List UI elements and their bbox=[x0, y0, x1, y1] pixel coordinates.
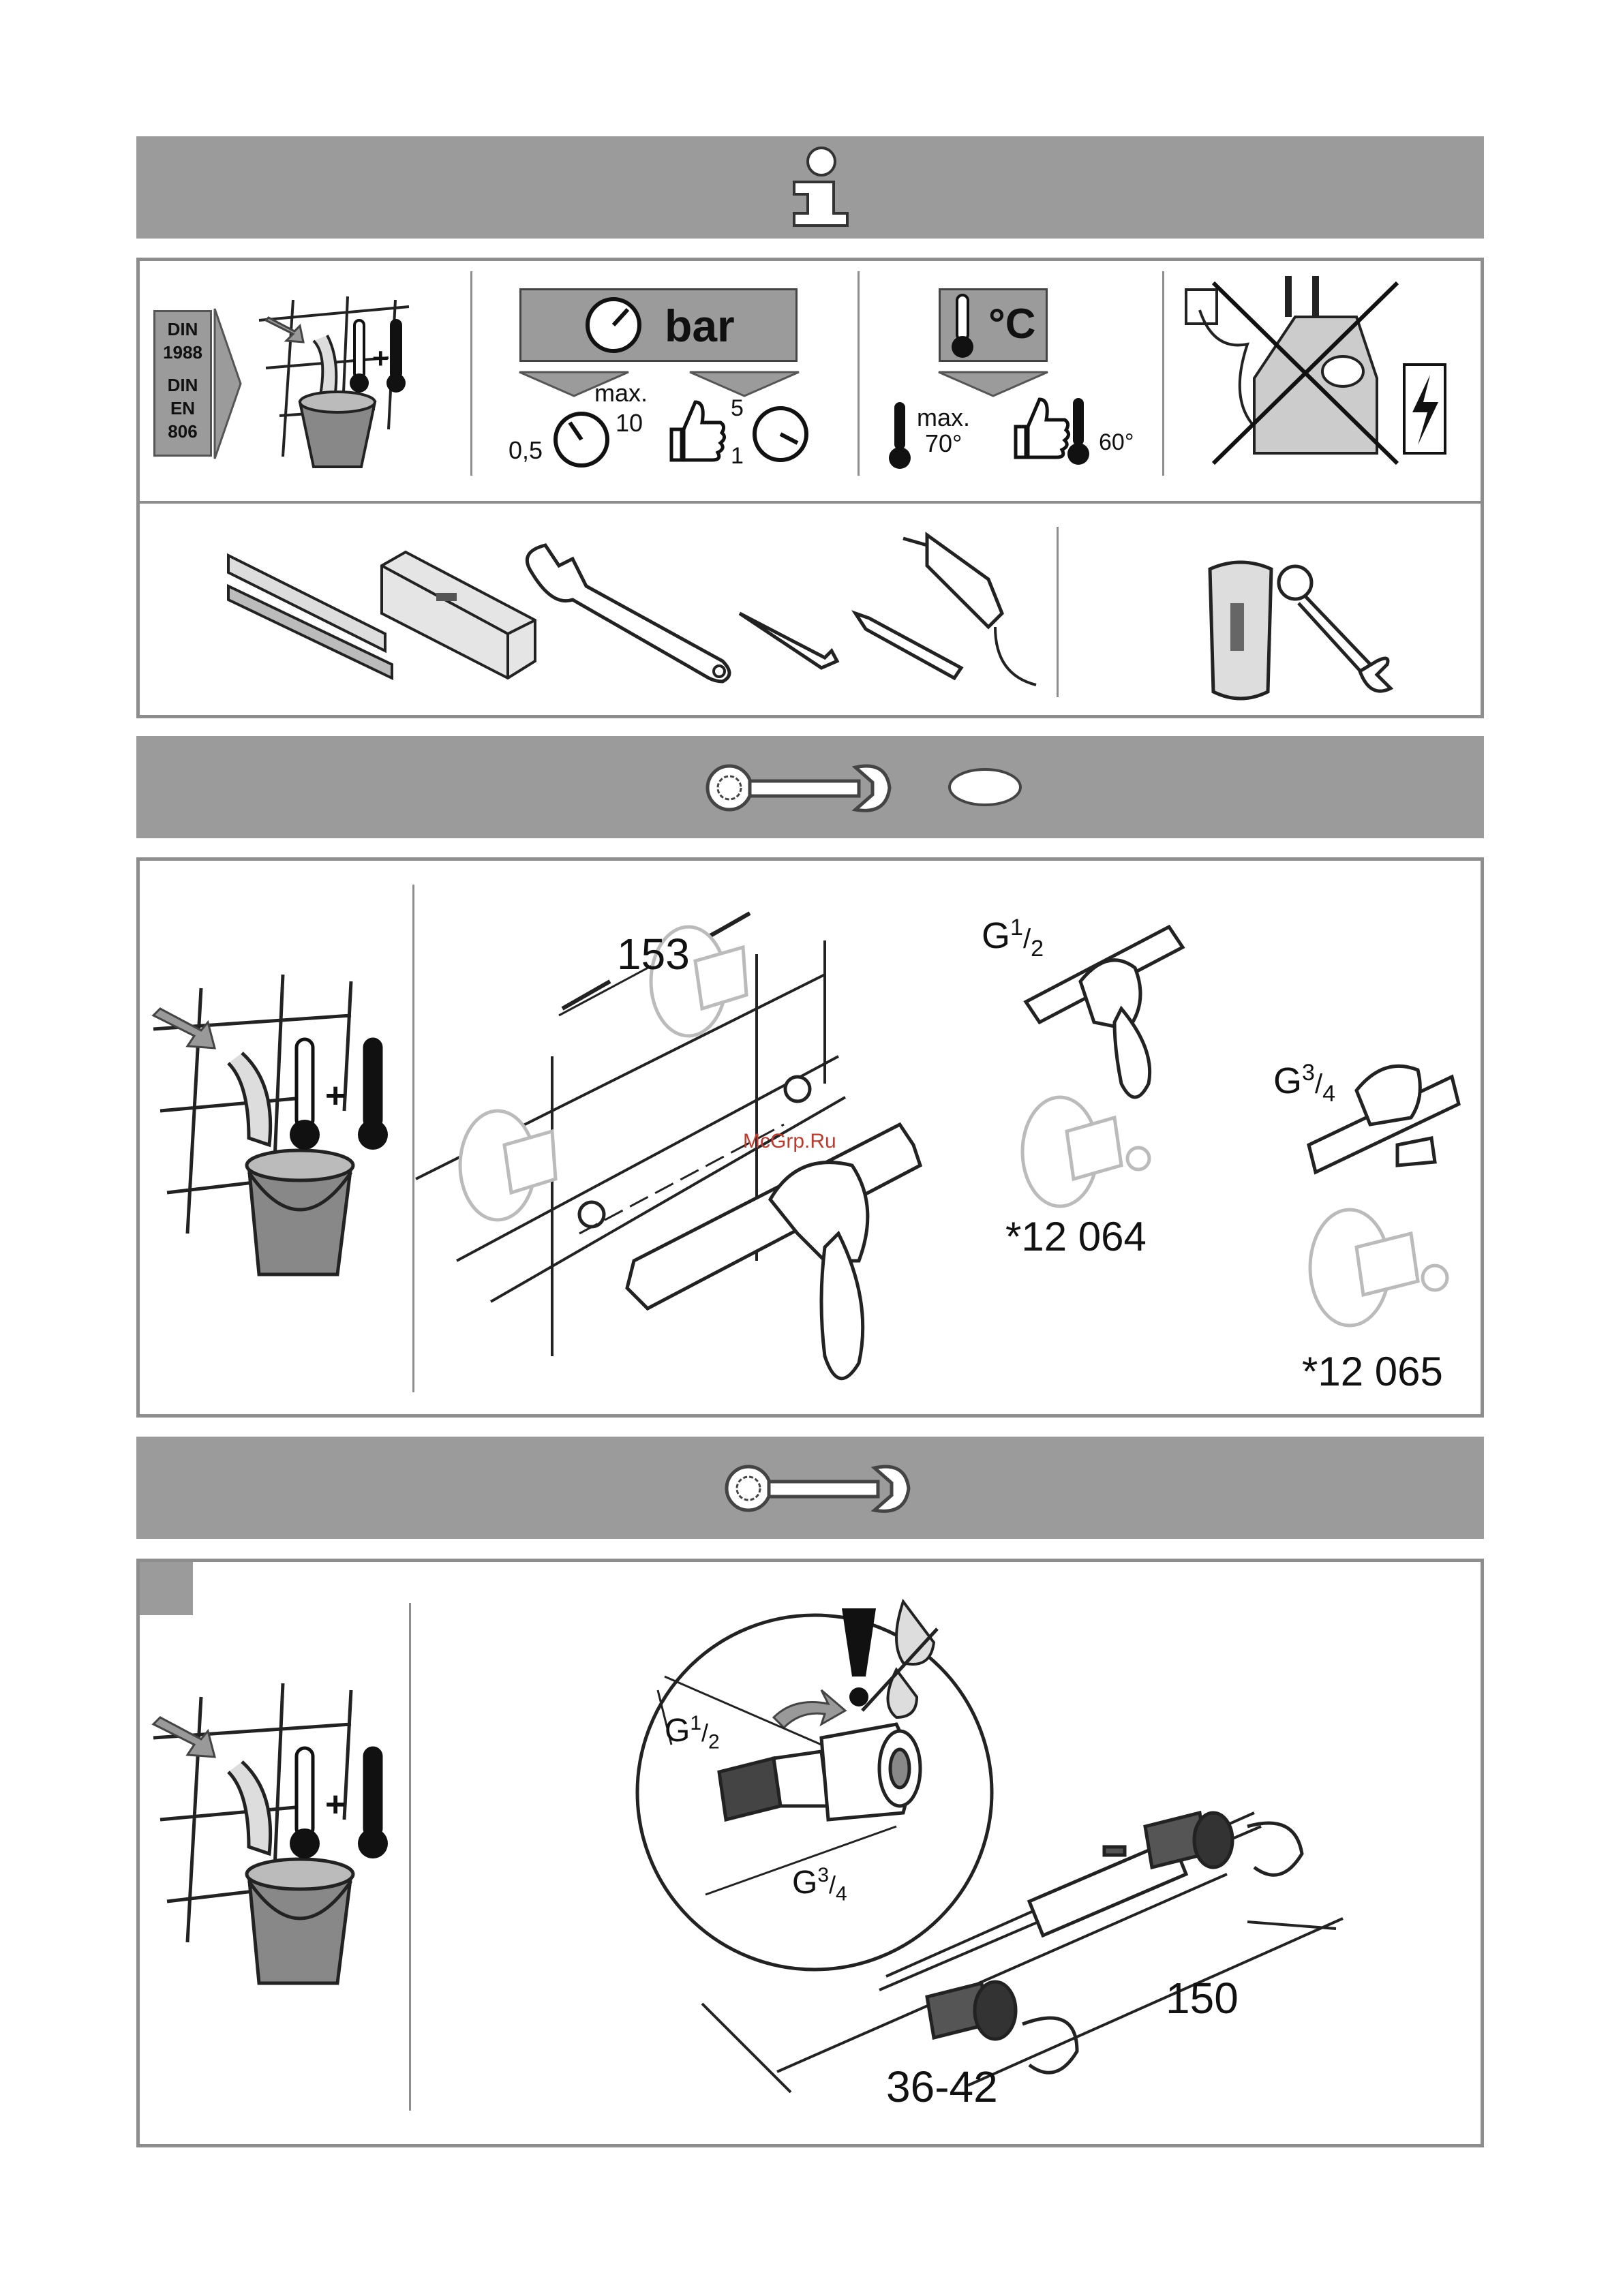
blank-oval-icon bbox=[947, 767, 1022, 808]
code-12065: *12 065 bbox=[1302, 1348, 1443, 1395]
dimension-36-42: 36-42 bbox=[886, 2062, 998, 2112]
thumbs-up-icon bbox=[665, 395, 726, 463]
temperature-recommended: 60° bbox=[1099, 429, 1134, 456]
flush-pipe-icon: + bbox=[252, 293, 429, 470]
pressure-rec-high: 5 bbox=[731, 395, 744, 422]
wrench-icon bbox=[702, 761, 893, 815]
pressure-gauge-rec-icon bbox=[750, 403, 811, 465]
info-icon bbox=[780, 147, 862, 228]
temperature-unit-label: °C bbox=[988, 300, 1036, 348]
temperature-unit-box: °C bbox=[939, 288, 1048, 362]
watermark-text: McGrp.Ru bbox=[743, 1130, 836, 1153]
arrow-right-icon bbox=[215, 309, 242, 459]
detail-thread-half-label: G1/2 bbox=[665, 1712, 720, 1754]
svg-text:+: + bbox=[325, 1785, 346, 1824]
flush-bucket-icon-2: + bbox=[147, 1683, 419, 1990]
svg-text:+: + bbox=[325, 1076, 346, 1116]
pressure-unit-box: bar bbox=[519, 288, 798, 362]
spirit-level-icon bbox=[378, 552, 542, 688]
mixer-variant-three-quarter-icon bbox=[1295, 1043, 1472, 1349]
pressure-rec-low: 1 bbox=[731, 443, 744, 470]
pressure-unit-label: bar bbox=[665, 300, 735, 352]
pressure-max-value: 10 bbox=[616, 409, 643, 438]
dimension-150: 150 bbox=[1166, 1973, 1239, 2023]
thermometer-rec-icon bbox=[1065, 395, 1092, 470]
din-line-2: 1988 bbox=[155, 341, 210, 364]
info-header-band bbox=[136, 136, 1484, 239]
thermometer-icon bbox=[949, 292, 976, 361]
installation-header-band bbox=[136, 736, 1484, 838]
din-line-1: DIN bbox=[155, 318, 210, 341]
no-electric-heater-icon bbox=[1172, 269, 1459, 474]
allen-key-icon bbox=[736, 610, 838, 678]
din-line-5: 806 bbox=[155, 420, 210, 443]
temperature-max-label: max. bbox=[917, 403, 970, 432]
din-standard-box: DIN 1988 DIN EN 806 bbox=[153, 310, 212, 457]
thermometer-max-icon bbox=[886, 399, 913, 474]
din-line-4: EN bbox=[155, 397, 210, 420]
pressure-max-label: max. bbox=[594, 379, 648, 408]
pressure-min-value: 0,5 bbox=[509, 436, 543, 465]
temperature-max-value: 70° bbox=[925, 429, 962, 458]
mounting-drawing bbox=[695, 1799, 1377, 2072]
drill-icon bbox=[900, 525, 1036, 688]
pressure-gauge-icon bbox=[583, 294, 644, 356]
socket-tool-icon bbox=[1203, 555, 1278, 705]
din-line-3: DIN bbox=[155, 373, 210, 397]
adjustable-wrench-icon bbox=[518, 545, 743, 682]
folding-rule-icon bbox=[222, 545, 399, 682]
ring-spanner-icon bbox=[1275, 562, 1397, 699]
mounting-header-band bbox=[136, 1437, 1484, 1539]
code-12064: *12 064 bbox=[1005, 1213, 1147, 1260]
dimension-153: 153 bbox=[617, 929, 690, 979]
flush-bucket-icon: + bbox=[147, 975, 419, 1281]
wrench-icon-2 bbox=[721, 1461, 912, 1516]
pressure-gauge-min-icon bbox=[551, 409, 612, 470]
svg-text:+: + bbox=[372, 342, 389, 374]
thumbs-up-temp-icon bbox=[1009, 393, 1070, 461]
pressure-arrows bbox=[519, 372, 799, 399]
